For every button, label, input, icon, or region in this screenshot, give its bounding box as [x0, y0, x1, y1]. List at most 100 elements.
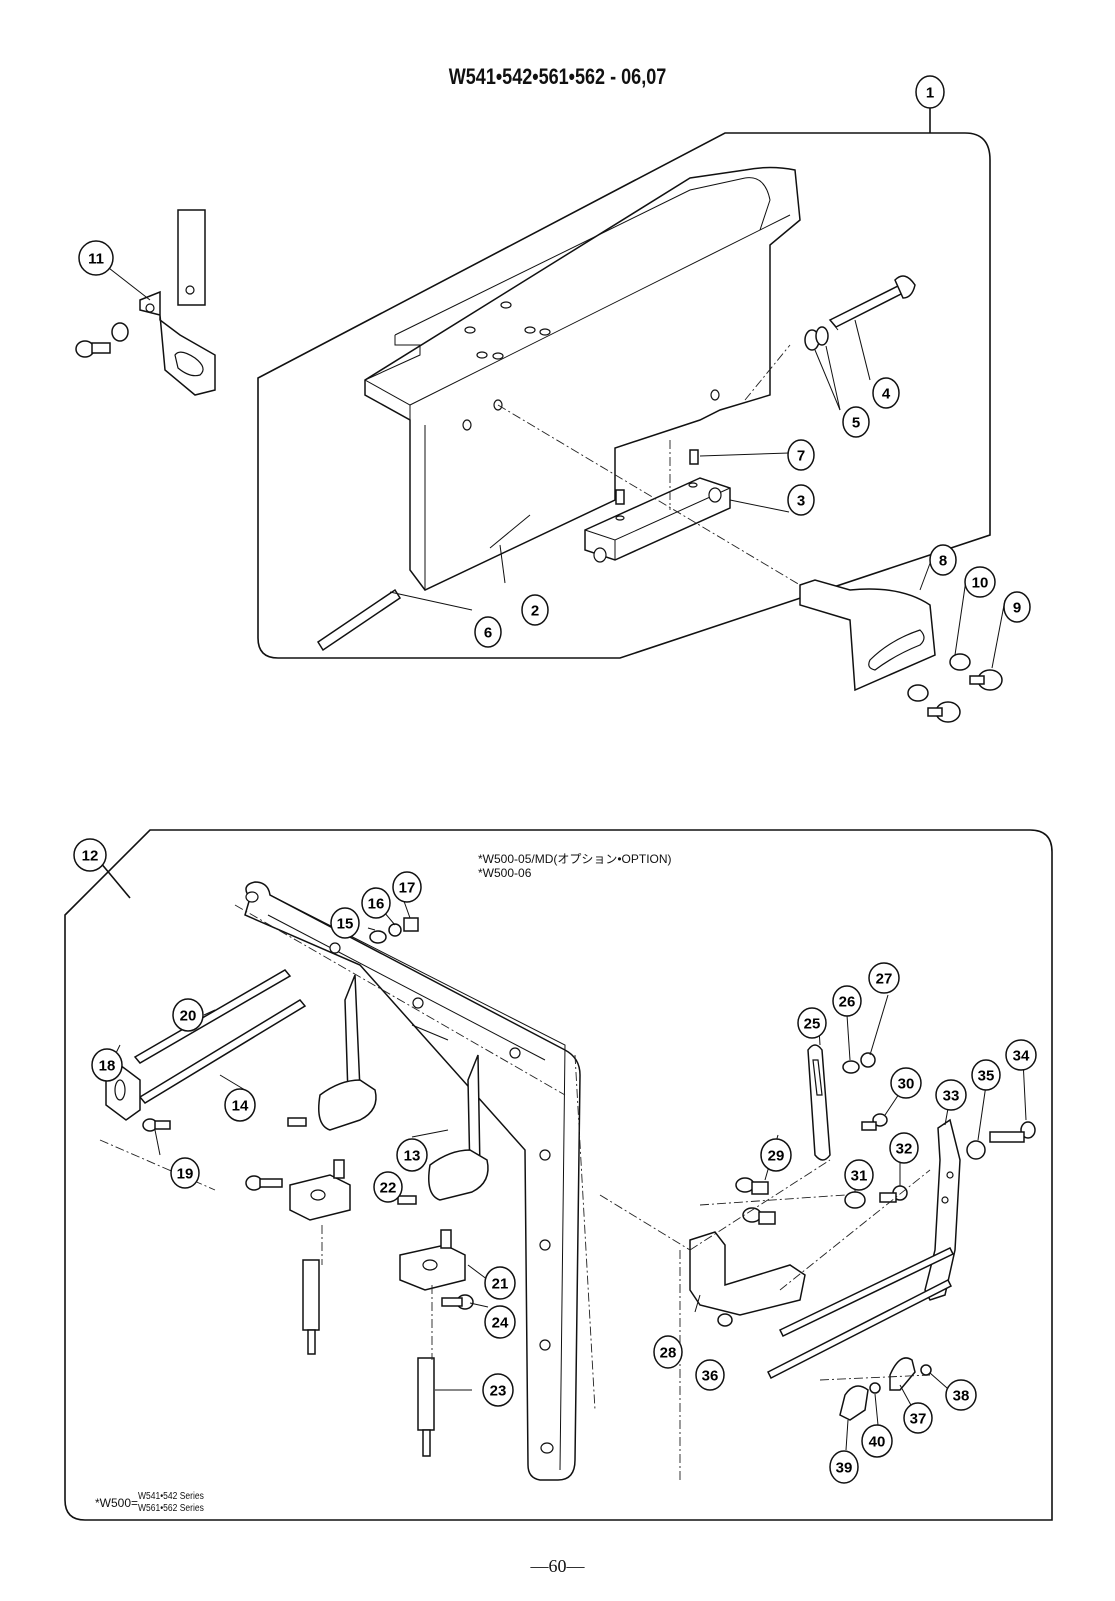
callout-4-label: 4 [882, 386, 891, 403]
callout-25-label: 25 [804, 1016, 821, 1033]
washer-15 [369, 930, 387, 944]
post-23 [417, 1357, 435, 1431]
callout-8-label: 8 [939, 553, 947, 570]
callout-39-label: 39 [836, 1460, 853, 1477]
callout-31-label: 31 [851, 1168, 868, 1185]
callout-12-label: 12 [82, 848, 99, 865]
callout-18: 18 [91, 1048, 123, 1082]
callout-28: 28 [653, 1335, 683, 1369]
rod-lower [766, 1278, 953, 1380]
callout-26: 26 [832, 985, 862, 1017]
rod-upper [778, 1247, 955, 1337]
washer-35 [966, 1140, 986, 1160]
main-frame-casting [364, 166, 801, 591]
callout-33: 33 [935, 1079, 967, 1111]
post-holder-right [428, 1149, 489, 1201]
callout-18-label: 18 [99, 1058, 116, 1075]
callout-21: 21 [484, 1266, 516, 1300]
callout-22: 22 [373, 1171, 403, 1203]
callout-27: 27 [868, 962, 900, 994]
post-holder-left [318, 1079, 377, 1131]
series-note-line-1: W541•542 Series [138, 1491, 204, 1502]
series-note: *W500= W541•542 Series W561•562 Series [95, 1491, 215, 1515]
callout-7-label: 7 [797, 448, 805, 465]
lever-33 [924, 1118, 961, 1301]
screw-24 [441, 1294, 474, 1310]
screw-32 [879, 1185, 908, 1203]
bracket-28 [689, 1231, 806, 1316]
rod-bracket-11 [75, 209, 216, 396]
callout-8: 8 [929, 544, 957, 576]
callout-27-label: 27 [876, 971, 893, 988]
nut-17 [403, 917, 419, 932]
callout-20-label: 20 [180, 1008, 197, 1025]
callout-38: 38 [945, 1379, 977, 1411]
rod-14 [138, 999, 307, 1104]
callout-23: 23 [482, 1373, 514, 1407]
link-39 [839, 1385, 869, 1421]
screw-29b [742, 1207, 776, 1225]
option-note-line-2: *W500-06 [478, 866, 532, 880]
screw-29a [735, 1177, 769, 1195]
collar-left [289, 1159, 351, 1221]
callout-2: 2 [521, 594, 549, 626]
spacer-40 [869, 1382, 881, 1394]
callout-10-label: 10 [972, 575, 989, 592]
callout-16: 16 [361, 887, 391, 919]
callout-19-label: 19 [177, 1166, 194, 1183]
callout-37-label: 37 [910, 1411, 927, 1428]
callout-15: 15 [330, 907, 360, 939]
collar-31 [844, 1191, 866, 1209]
callout-40: 40 [861, 1424, 893, 1458]
rod-20 [133, 969, 292, 1064]
screw-lower [927, 701, 961, 723]
callout-30: 30 [890, 1067, 922, 1099]
callout-15-label: 15 [337, 916, 354, 933]
washer-26 [842, 1060, 860, 1074]
callout-34-label: 34 [1013, 1048, 1030, 1065]
clamp-block [584, 477, 731, 563]
main-bracket-arm [244, 881, 596, 1481]
callout-1-label: 1 [926, 85, 934, 102]
callout-3-label: 3 [797, 493, 805, 510]
nut-27 [860, 1052, 876, 1068]
lower-assembly-frame [64, 829, 1053, 1521]
series-note-prefix: *W500= [95, 1496, 139, 1510]
option-notes: *W500-05/MD(オプション•OPTION) *W500-06 [478, 852, 672, 880]
nut-38 [920, 1364, 932, 1376]
screw-left-collar [245, 1175, 283, 1191]
screw-30 [861, 1113, 888, 1131]
callout-32: 32 [889, 1132, 919, 1164]
callout-36: 36 [695, 1359, 725, 1391]
callout-35: 35 [971, 1059, 1001, 1091]
nut-36 [717, 1313, 733, 1327]
callout-24: 24 [484, 1305, 516, 1339]
callout-21-label: 21 [492, 1276, 509, 1293]
link-37 [889, 1357, 916, 1391]
callout-9: 9 [1003, 591, 1031, 623]
callout-31: 31 [844, 1159, 874, 1191]
washer-10 [949, 653, 971, 671]
callout-20: 20 [172, 998, 204, 1032]
fin-left [344, 974, 361, 1097]
callout-6-label: 6 [484, 625, 492, 642]
collar-21 [399, 1229, 466, 1291]
callout-2-label: 2 [531, 603, 539, 620]
screw-9 [969, 669, 1003, 691]
callout-30-label: 30 [898, 1076, 915, 1093]
callout-10: 10 [964, 566, 996, 598]
callout-35-label: 35 [978, 1068, 995, 1085]
screw-19 [142, 1118, 171, 1132]
callout-13-label: 13 [404, 1148, 421, 1165]
option-note-line-1: *W500-05/MD(オプション•OPTION) [478, 852, 672, 866]
page-number: —60— [530, 1556, 585, 1576]
callout-40-label: 40 [869, 1434, 886, 1451]
set-screw-left [615, 489, 625, 505]
callout-29-label: 29 [768, 1148, 785, 1165]
washer-lower [907, 684, 929, 702]
callout-29: 29 [760, 1138, 792, 1172]
upper-assembly-frame [257, 132, 991, 659]
series-note-line-2: W561•562 Series [138, 1503, 204, 1514]
callout-4: 4 [872, 377, 900, 409]
